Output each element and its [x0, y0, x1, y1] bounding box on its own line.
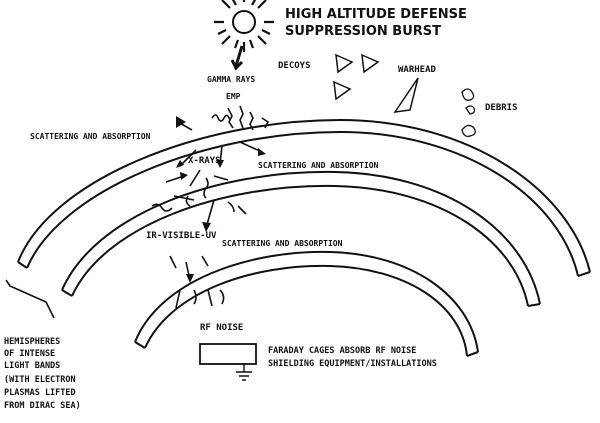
faraday-line2: SHIELDING EQUIPMENT/INSTALLATIONS	[268, 359, 437, 369]
warhead-label: WARHEAD	[398, 65, 437, 75]
left-note-line: HEMISPHERES	[4, 337, 60, 347]
title-line2: SUPPRESSION BURST	[285, 24, 441, 39]
decoy-icon	[335, 53, 354, 74]
left-bracket	[5, 279, 55, 319]
left-note-line: OF INTENSE	[4, 349, 55, 359]
decoy-icon	[361, 53, 380, 74]
scattering-label-3: SCATTERING AND ABSORPTION	[222, 239, 343, 248]
x-rays-label: X-RAYS	[188, 156, 221, 166]
scattering-label-2: SCATTERING AND ABSORPTION	[258, 161, 379, 170]
rf-noise-label: RF NOISE	[200, 323, 243, 333]
faraday-line1: FARADAY CAGES ABSORB RF NOISE	[268, 346, 416, 356]
burst-arrow	[230, 45, 244, 71]
light-band-outer	[17, 118, 591, 277]
debris-label: DEBRIS	[485, 103, 518, 113]
light-band-middle	[61, 170, 541, 307]
scattering-label-1: SCATTERING AND ABSORPTION	[30, 132, 151, 141]
light-band-inner	[134, 250, 479, 357]
left-note-line: PLASMAS LIFTED	[4, 388, 76, 398]
title-line1: HIGH ALTITUDE DEFENSE	[285, 7, 467, 22]
radiation-rays	[151, 105, 270, 309]
ir-visible-uv-label: IR-VISIBLE-UV	[146, 231, 217, 241]
warhead-icon	[393, 77, 419, 113]
decoy-icon	[333, 80, 352, 101]
faraday-cage-box	[199, 343, 257, 365]
left-note: HEMISPHERES OF INTENSE LIGHT BANDS (WITH…	[4, 337, 81, 411]
left-note-line: LIGHT BANDS	[4, 361, 60, 371]
ground-symbol-icon	[236, 364, 252, 381]
emp-label: EMP	[226, 92, 241, 101]
left-note-line: FROM DIRAC SEA)	[4, 401, 81, 411]
gamma-rays-label: GAMMA RAYS	[207, 75, 255, 84]
debris-icon	[461, 88, 476, 138]
burst-star-icon	[214, 0, 274, 52]
left-note-line: (WITH ELECTRON	[4, 375, 76, 385]
decoys-label: DECOYS	[278, 61, 311, 71]
